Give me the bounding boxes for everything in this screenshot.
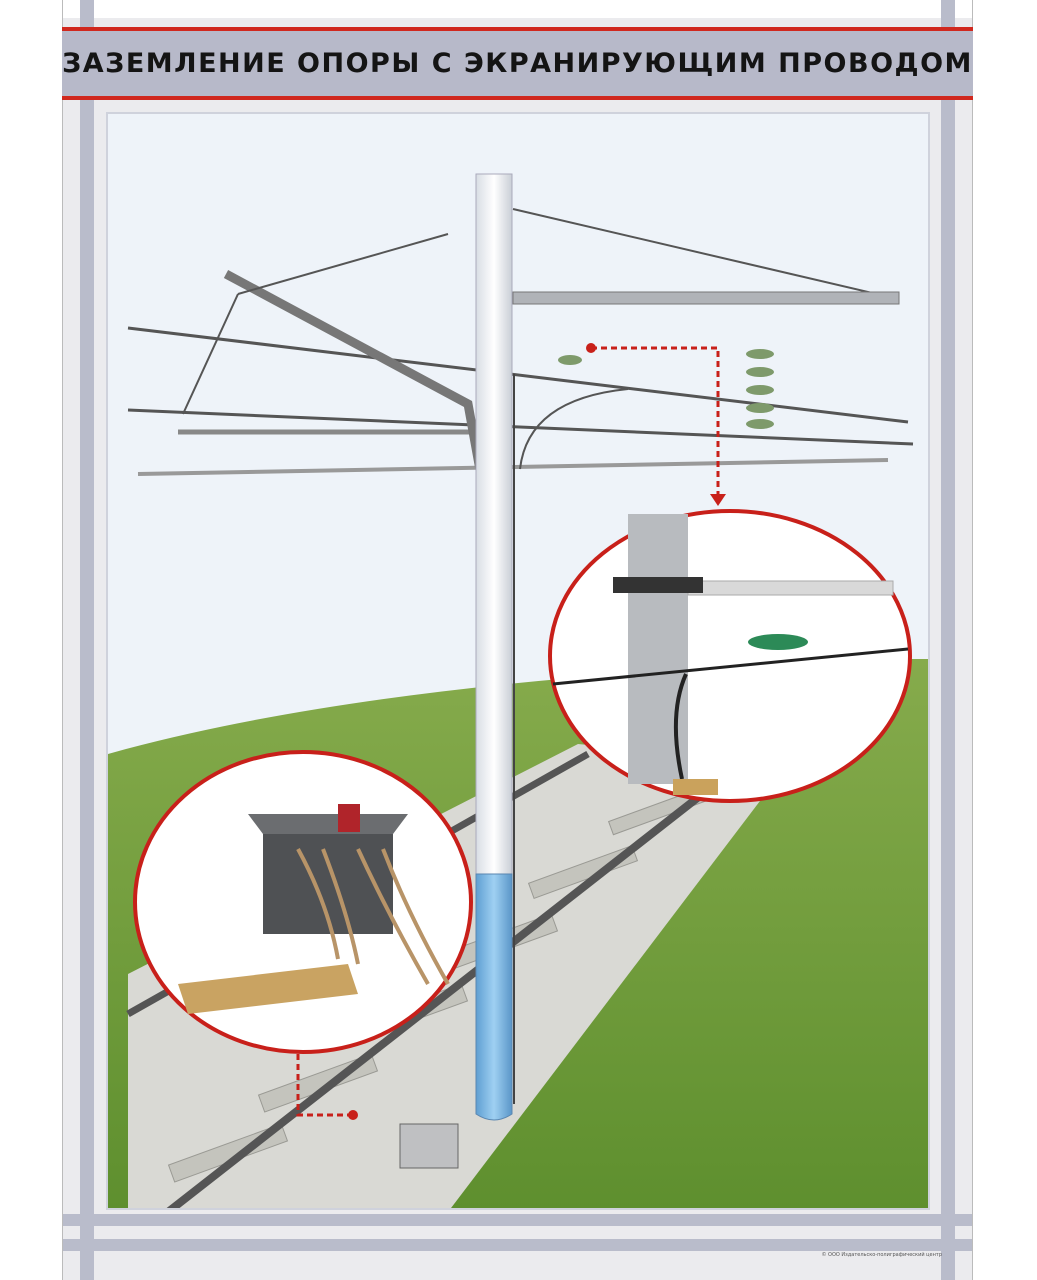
insulator-stack: [558, 349, 774, 429]
detail-circle-insulator: [548, 509, 912, 803]
frame-line-right: [972, 0, 973, 1280]
overhead-wires: [127, 208, 914, 515]
frame-bar-right: [941, 0, 955, 1280]
callout-dot-bottom: [348, 1110, 358, 1120]
frame-bar-bottom-2: [63, 1239, 972, 1251]
callout-dot-top: [586, 343, 596, 353]
detail-circle-rail-connection: [133, 750, 473, 1054]
frame-line-left: [62, 0, 63, 1280]
callout-arrows: [296, 346, 720, 1117]
grounding-box: [399, 1123, 459, 1169]
pole-grounding-illustration: [108, 173, 928, 1208]
poster-header: ЗАЗЕМЛЕНИЕ ОПОРЫ С ЭКРАНИРУЮЩИМ ПРОВОДОМ: [62, 27, 973, 100]
pole: [475, 173, 513, 875]
poster-title: ЗАЗЕМЛЕНИЕ ОПОРЫ С ЭКРАНИРУЮЩИМ ПРОВОДОМ: [62, 48, 973, 79]
pole-base-blue: [475, 873, 513, 1121]
illustration: [106, 112, 930, 1210]
copyright-note: © ООО Издательско-полиграфический центр: [821, 1252, 942, 1258]
frame-bar-bottom-1: [63, 1214, 972, 1226]
cross-arm: [512, 291, 900, 305]
rail-right: [166, 770, 731, 1208]
frame-bar-left: [80, 0, 94, 1280]
arrowhead-top: [710, 494, 726, 506]
